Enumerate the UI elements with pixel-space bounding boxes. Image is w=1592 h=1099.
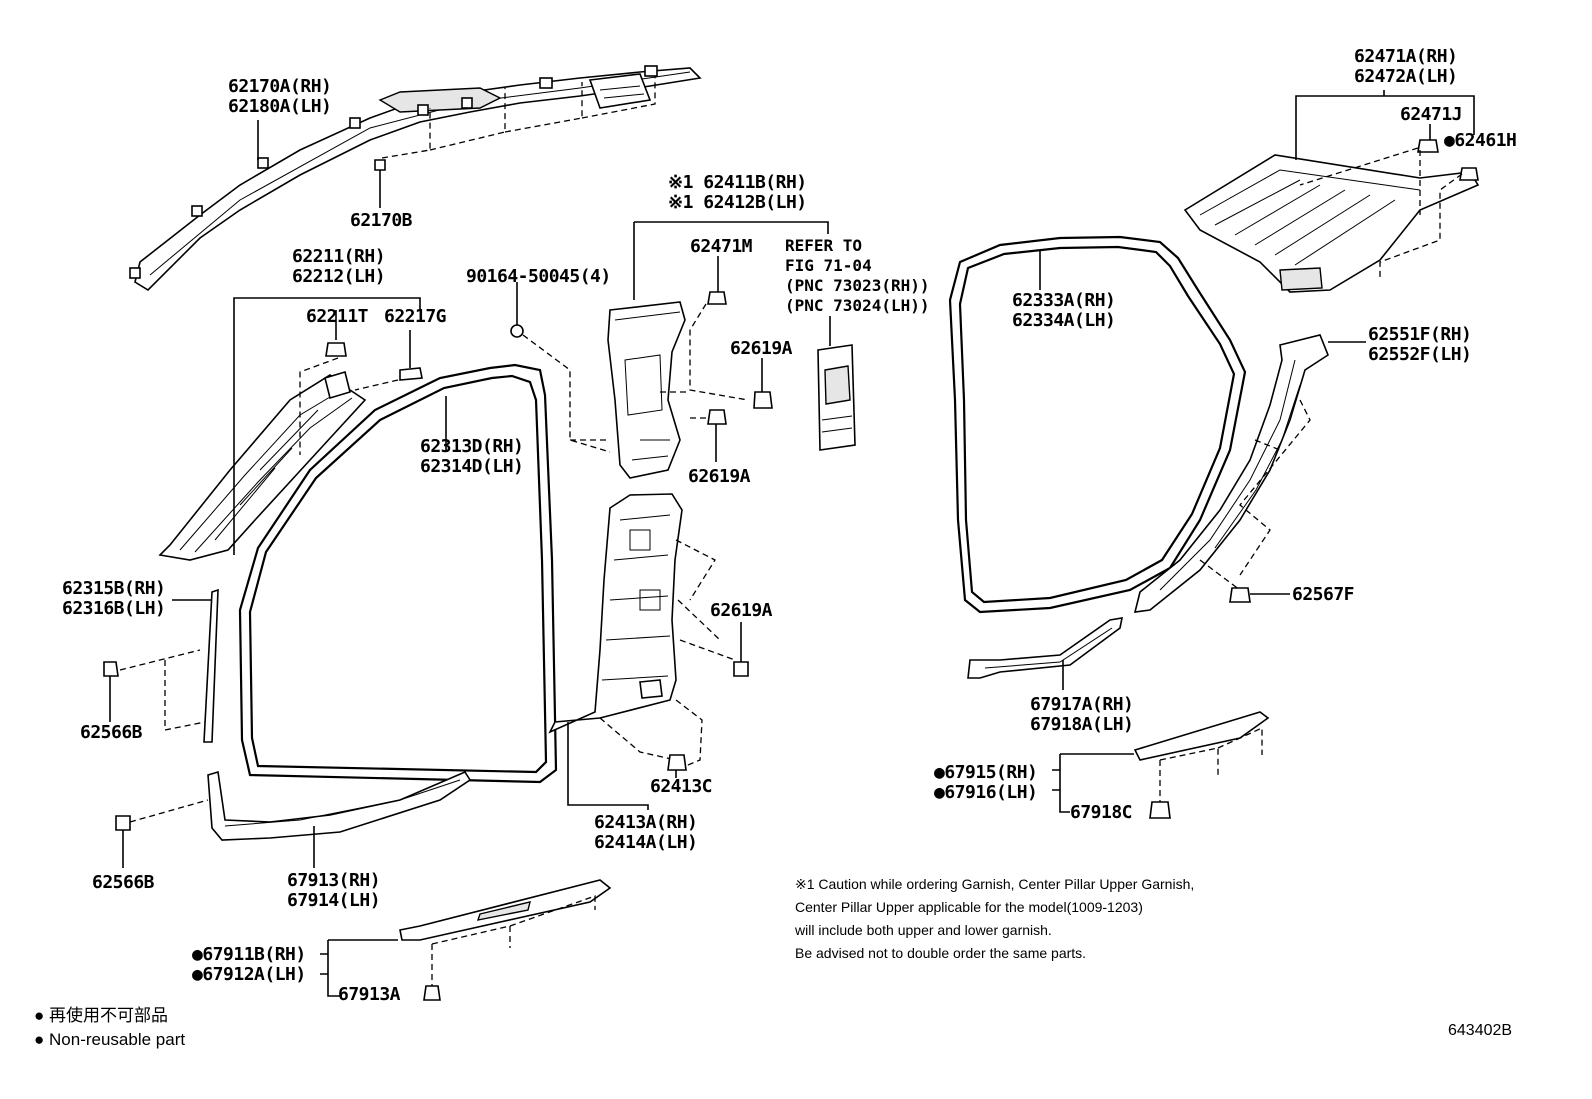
pillar-moulding-part bbox=[203, 588, 219, 743]
clip-62619A-c bbox=[733, 661, 749, 677]
caution-line2: Center Pillar Upper applicable for the m… bbox=[795, 899, 1143, 915]
legend-japanese: ● 再使用不可部品 bbox=[34, 1006, 169, 1025]
label-62170B: 62170B bbox=[350, 210, 413, 231]
clip-67918C bbox=[1149, 801, 1171, 819]
curtain-airbag-part bbox=[129, 65, 702, 292]
label-62316B: 62316B(LH) bbox=[62, 598, 166, 619]
label-62619A-3: 62619A bbox=[710, 600, 773, 621]
label-62551F: 62551F(RH) bbox=[1368, 324, 1472, 345]
label-62334A: 62334A(LH) bbox=[1012, 310, 1116, 331]
label-67916: ●67916(LH) bbox=[934, 782, 1038, 803]
front-pillar-garnish-part bbox=[158, 370, 367, 561]
center-pillar-lower-garnish-part bbox=[548, 493, 683, 734]
front-door-scuff-plate-part bbox=[399, 879, 612, 941]
clip-67913A bbox=[423, 985, 441, 1001]
caution-line3: will include both upper and lower garnis… bbox=[795, 922, 1052, 938]
label-62180A: 62180A(LH) bbox=[228, 96, 332, 117]
label-62212: 62212(LH) bbox=[292, 266, 386, 287]
label-62566B-a: 62566B bbox=[80, 722, 143, 743]
rear-weatherstrip-outer bbox=[948, 235, 1247, 614]
label-62414A: 62414A(LH) bbox=[594, 832, 698, 853]
clip-62566B-lower bbox=[115, 815, 131, 831]
label-62211T: 62211T bbox=[306, 306, 369, 327]
seatbelt-anchor-part bbox=[817, 344, 856, 451]
legend-bullet-icon: ● bbox=[34, 1030, 45, 1049]
clip-62461H bbox=[1459, 167, 1479, 181]
label-67912A: ●67912A(LH) bbox=[192, 964, 306, 985]
label-90164: 90164-50045(4) bbox=[466, 266, 611, 287]
label-62471J: 62471J bbox=[1400, 104, 1463, 125]
label-67913A: 67913A bbox=[338, 984, 401, 1005]
label-62567F: 62567F bbox=[1292, 584, 1355, 605]
clip-62471M bbox=[707, 291, 727, 305]
label-67915: ●67915(RH) bbox=[934, 762, 1038, 783]
label-62314D: 62314D(LH) bbox=[420, 456, 524, 477]
label-62566B-b: 62566B bbox=[92, 872, 155, 893]
label-62619A-1: 62619A bbox=[730, 338, 793, 359]
label-62472A: 62472A(LH) bbox=[1354, 66, 1458, 87]
label-67917A: 67917A(RH) bbox=[1030, 694, 1134, 715]
legend-bullet-icon: ● bbox=[34, 1006, 45, 1025]
refer-line3: (PNC 73023(RH)) bbox=[785, 276, 930, 295]
figure-id: 643402B bbox=[1448, 1022, 1513, 1039]
rear-pillar-trim-part bbox=[1133, 334, 1329, 613]
front-weatherstrip-inner bbox=[248, 374, 548, 774]
caution-line4: Be advised not to double order the same … bbox=[795, 945, 1087, 961]
label-62619A-2: 62619A bbox=[688, 466, 751, 487]
refer-line1: REFER TO bbox=[785, 236, 863, 255]
clip-62413C bbox=[667, 754, 687, 771]
label-67918A: 67918A(LH) bbox=[1030, 714, 1134, 735]
front-weatherstrip-outer bbox=[238, 363, 558, 784]
clip-62566B-upper bbox=[103, 661, 119, 677]
label-62211: 62211(RH) bbox=[292, 246, 386, 267]
label-62170A: 62170A(RH) bbox=[228, 76, 332, 97]
label-67913: 67913(RH) bbox=[287, 870, 381, 891]
label-67918C: 67918C bbox=[1070, 802, 1133, 823]
rear-door-scuff-plate-part bbox=[1133, 711, 1270, 761]
label-62411B: ※1 62411B(RH) bbox=[668, 172, 807, 193]
screw-90164 bbox=[510, 324, 524, 338]
label-62315B: 62315B(RH) bbox=[62, 578, 166, 599]
clip-62567F bbox=[1229, 587, 1251, 603]
label-62471A: 62471A(RH) bbox=[1354, 46, 1458, 67]
rear-scuff-plate-part bbox=[967, 617, 1124, 679]
label-62471M: 62471M bbox=[690, 236, 753, 257]
label-62333A: 62333A(RH) bbox=[1012, 290, 1116, 311]
legend-english: ● Non-reusable part bbox=[34, 1030, 186, 1049]
label-62552F: 62552F(LH) bbox=[1368, 344, 1472, 365]
center-pillar-upper-garnish-part bbox=[607, 301, 686, 479]
label-62412B: ※1 62412B(LH) bbox=[668, 192, 807, 213]
refer-line2: FIG 71-04 bbox=[785, 256, 872, 275]
label-67914: 67914(LH) bbox=[287, 890, 381, 911]
label-67911B: ●67911B(RH) bbox=[192, 944, 306, 965]
front-scuff-plate-part bbox=[207, 770, 472, 841]
caution-line1: ※1 Caution while ordering Garnish, Cente… bbox=[795, 876, 1195, 892]
clip-62471J bbox=[1417, 139, 1439, 153]
label-62461H: ●62461H bbox=[1444, 130, 1517, 151]
label-62413A: 62413A(RH) bbox=[594, 812, 698, 833]
clip-62619A-a bbox=[753, 391, 773, 409]
refer-line4: (PNC 73024(LH)) bbox=[785, 296, 930, 315]
label-62217G: 62217G bbox=[384, 306, 447, 327]
label-62313D: 62313D(RH) bbox=[420, 436, 524, 457]
rear-weatherstrip-inner bbox=[958, 245, 1236, 604]
clip-62619A-b bbox=[707, 409, 727, 425]
label-62413C: 62413C bbox=[650, 776, 713, 797]
quarter-upper-garnish-part bbox=[1183, 154, 1480, 293]
